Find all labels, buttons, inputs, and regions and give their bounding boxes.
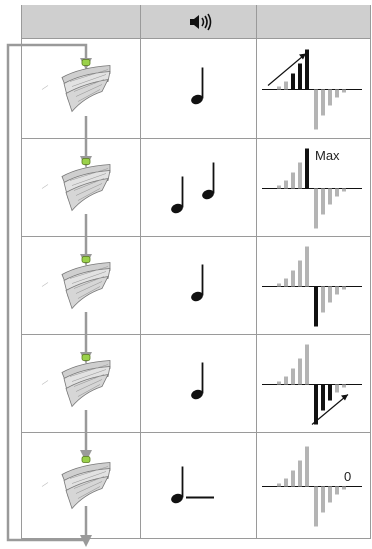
positive-bar xyxy=(305,447,309,487)
negative-bar xyxy=(335,385,339,393)
positive-bar xyxy=(305,50,309,90)
positive-bar xyxy=(305,345,309,385)
negative-bar xyxy=(335,287,339,295)
positive-bar xyxy=(305,149,309,189)
wave-graph xyxy=(262,345,362,425)
negative-bar xyxy=(342,189,346,192)
negative-bar xyxy=(342,385,346,388)
negative-bar xyxy=(342,287,346,290)
wave-graph xyxy=(262,447,362,527)
positive-bar xyxy=(298,359,302,385)
negative-bar xyxy=(321,385,325,411)
wave-graph xyxy=(262,149,362,229)
indicator-light xyxy=(82,257,90,263)
negative-bar xyxy=(314,287,318,327)
negative-bar xyxy=(335,487,339,495)
indicator-light xyxy=(82,355,90,361)
positive-bar xyxy=(291,271,295,287)
positive-bar xyxy=(298,163,302,189)
positive-bar xyxy=(284,82,288,90)
positive-bar xyxy=(305,247,309,287)
positive-bar xyxy=(284,377,288,385)
negative-bar xyxy=(342,90,346,93)
negative-bar xyxy=(342,487,346,490)
device-icon xyxy=(42,457,110,509)
positive-bar xyxy=(277,382,281,385)
negative-bar xyxy=(314,487,318,527)
negative-bar xyxy=(321,487,325,513)
negative-bar xyxy=(321,90,325,116)
positive-bar xyxy=(277,484,281,487)
negative-bar xyxy=(321,189,325,215)
negative-bar xyxy=(314,385,318,425)
positive-bar xyxy=(284,181,288,189)
max-label: Max xyxy=(315,148,340,163)
negative-bar xyxy=(328,189,332,205)
device-icon xyxy=(42,355,110,407)
positive-bar xyxy=(298,261,302,287)
positive-bar xyxy=(291,173,295,189)
device-icon xyxy=(42,60,110,112)
negative-bar xyxy=(321,287,325,313)
negative-bar xyxy=(314,90,318,130)
negative-bar xyxy=(328,487,332,503)
positive-bar xyxy=(277,87,281,90)
positive-bar xyxy=(277,284,281,287)
negative-bar xyxy=(328,90,332,106)
negative-bar xyxy=(328,287,332,303)
positive-bar xyxy=(298,64,302,90)
positive-bar xyxy=(291,369,295,385)
indicator-light xyxy=(82,457,90,463)
positive-bar xyxy=(277,186,281,189)
negative-bar xyxy=(335,189,339,197)
device-icon xyxy=(42,159,110,211)
positive-bar xyxy=(291,471,295,487)
negative-bar xyxy=(314,189,318,229)
negative-bar xyxy=(328,385,332,401)
negative-bar xyxy=(335,90,339,98)
positive-bar xyxy=(284,279,288,287)
positive-bar xyxy=(291,74,295,90)
wave-graph xyxy=(262,50,362,130)
zero-label: 0 xyxy=(344,469,351,484)
device-icon xyxy=(42,257,110,309)
positive-bar xyxy=(298,461,302,487)
indicator-light xyxy=(82,60,90,66)
indicator-light xyxy=(82,159,90,165)
wave-graph xyxy=(262,247,362,327)
positive-bar xyxy=(284,479,288,487)
